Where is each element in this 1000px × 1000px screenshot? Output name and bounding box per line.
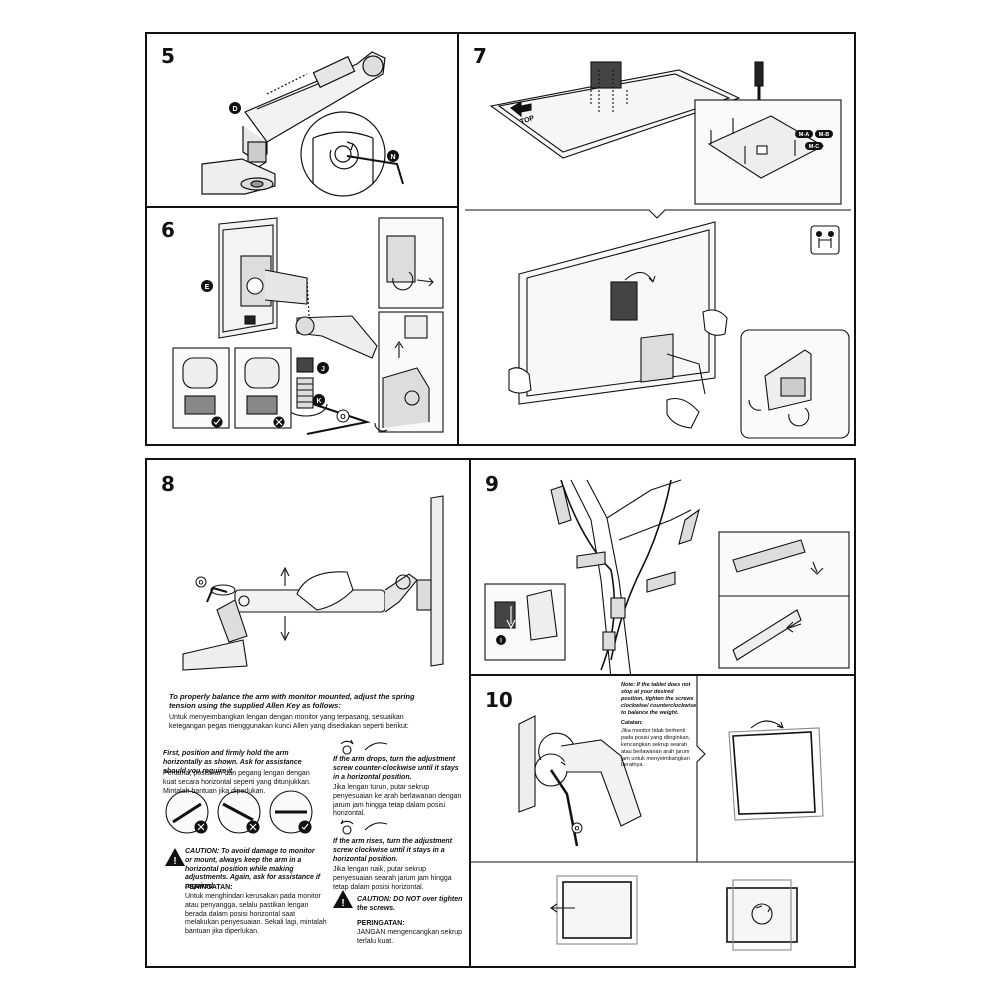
- step-number: 6: [161, 218, 175, 242]
- peringatan-2-body: JANGAN mengencangkan sekrup terlalu kuat…: [357, 929, 463, 945]
- step-8-panel: 8: [145, 458, 471, 968]
- caution-2: CAUTION: DO NOT over tighten the screws.: [357, 896, 463, 912]
- step-5-panel: 5 D: [145, 32, 459, 208]
- catatan-title: Catatan:: [621, 720, 644, 726]
- step-number: 8: [161, 472, 175, 496]
- step-10-illustration: O: [471, 676, 854, 951]
- svg-text:!: !: [341, 898, 344, 909]
- step-5-illustration: D N: [201, 51, 404, 197]
- step-7-illustration: TOP M-A M-B M-C: [465, 61, 851, 439]
- step-7-panel: 7: [457, 32, 856, 446]
- label-d-badge: [229, 102, 241, 114]
- peringatan-2-title: PERINGATAN:: [357, 920, 405, 927]
- label-o: O: [575, 827, 580, 833]
- label-n: N: [390, 154, 395, 161]
- step-9-illustration: I: [484, 479, 850, 674]
- label-j: J: [321, 366, 325, 373]
- rises-en: If the arm rises, turn the adjustment sc…: [333, 838, 453, 863]
- label-i: I: [500, 639, 502, 645]
- label-m-b: M-B: [819, 132, 829, 138]
- intro-en: To properly balance the arm with monitor…: [169, 692, 415, 711]
- label-m-c: M-C: [809, 144, 819, 150]
- drops-id: Jika lengan turun, putar sekrup penyesua…: [333, 784, 462, 818]
- catatan-body: Jika monitor tidak berhenti pada posisi …: [621, 728, 691, 769]
- label-o: O: [199, 581, 204, 587]
- step-number: 7: [473, 44, 487, 68]
- first-en: First, position and firmly hold the arm …: [163, 750, 302, 775]
- peringatan-1-title: PERINGATAN:: [185, 884, 233, 891]
- intro-id: Untuk menyeimbangkan lengan dengan monit…: [169, 714, 409, 730]
- step-6-illustration: E J K O: [172, 217, 444, 435]
- step-number: 9: [485, 472, 499, 496]
- warning-icon: [333, 890, 353, 908]
- caution-1: CAUTION: To avoid damage to monitor or m…: [185, 848, 321, 890]
- warning-icon: [165, 848, 185, 866]
- label-m-a: M-A: [799, 132, 809, 138]
- step-10-panel: 10: [469, 674, 856, 968]
- label-n-badge: [387, 150, 399, 162]
- first-id: Pertama, posisikan dan pegang lengan den…: [163, 770, 311, 795]
- step-6-panel: 6: [145, 206, 459, 446]
- step-9-panel: 9: [469, 458, 856, 676]
- step-number: 10: [485, 688, 513, 712]
- label-k: K: [316, 398, 321, 405]
- step-8-illustration: O ! !: [165, 495, 444, 909]
- drops-en: If the arm drops, turn the adjustment sc…: [333, 756, 459, 781]
- svg-text:!: !: [173, 856, 176, 867]
- label-e: E: [205, 284, 210, 291]
- label-o: O: [340, 414, 346, 421]
- step-number: 5: [161, 44, 175, 68]
- rises-id: Jika lengan naik, putar sekrup penyesuai…: [333, 866, 452, 891]
- label-d: D: [232, 106, 237, 113]
- peringatan-1-body: Untuk menghindari kerusakan pada monitor…: [185, 893, 327, 935]
- top-label: TOP: [519, 115, 535, 126]
- note-en: Note: If the tablet does not stop at you…: [621, 682, 697, 716]
